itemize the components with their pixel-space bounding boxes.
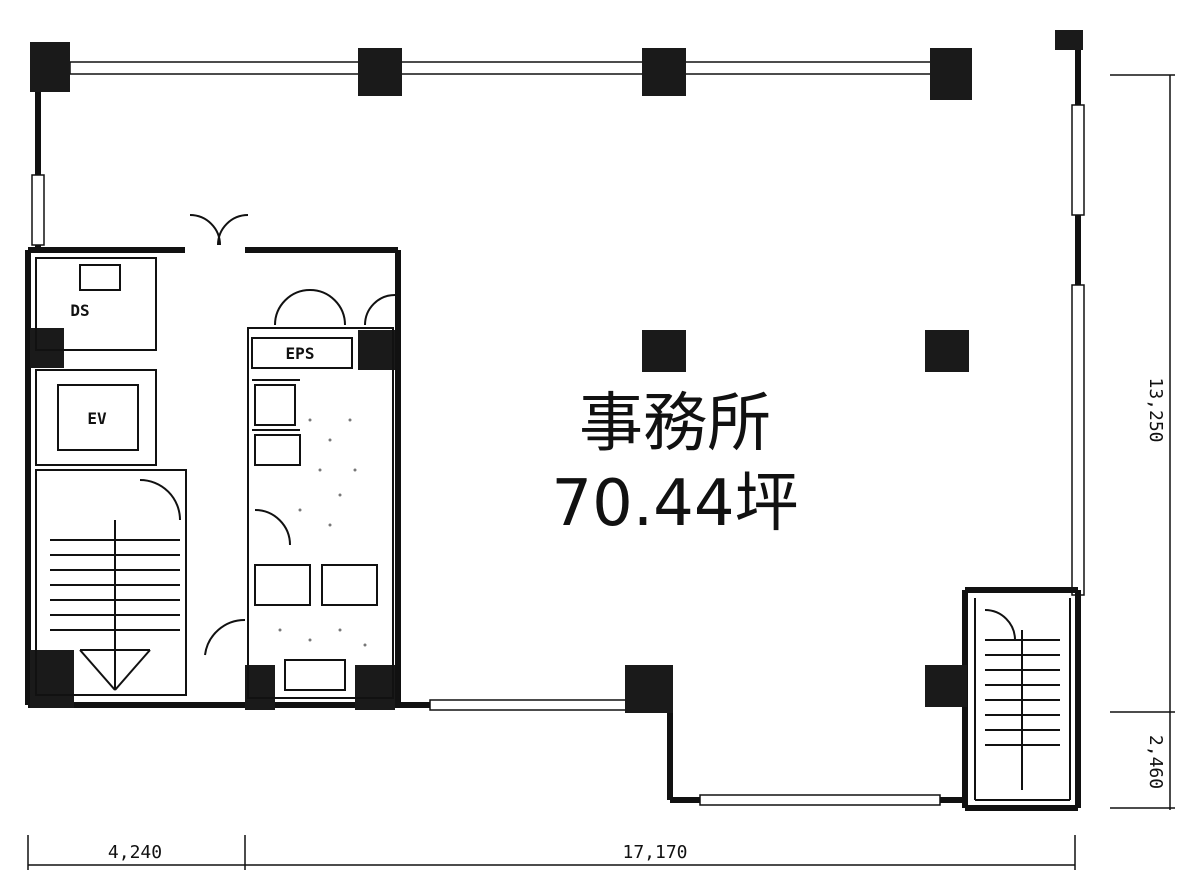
door-swing	[217, 214, 249, 246]
door-swing	[204, 618, 246, 656]
column	[925, 330, 969, 372]
dim-bottom-right: 17,170	[622, 842, 687, 863]
column	[30, 42, 70, 92]
door-swing	[254, 509, 291, 546]
column	[30, 650, 74, 708]
bottom-window-left	[429, 699, 631, 711]
eps-room	[251, 337, 353, 369]
door-swing	[189, 214, 221, 246]
office-name-label: 事務所	[579, 387, 771, 461]
top-window	[69, 61, 941, 75]
column	[642, 330, 686, 372]
left-window	[31, 174, 45, 246]
column	[358, 48, 402, 96]
column	[642, 48, 686, 96]
stair-treads-left	[50, 520, 180, 691]
ds-room	[35, 257, 157, 351]
core-block	[28, 214, 401, 705]
dim-right-small: 2,460	[1145, 735, 1166, 789]
column	[355, 665, 395, 710]
right-window-upper	[1071, 104, 1085, 216]
toilet-block	[247, 327, 394, 699]
door-swing	[984, 609, 1016, 641]
door-swing	[139, 479, 181, 521]
right-window-lower	[1071, 284, 1085, 596]
door-swing	[364, 294, 396, 326]
column	[358, 330, 396, 370]
door-swing	[309, 289, 346, 326]
stipple-floor	[278, 418, 367, 647]
dim-right-main: 13,250	[1145, 377, 1166, 442]
ds-label: DS	[70, 301, 89, 320]
column	[245, 665, 275, 710]
office-area-label: 70.44坪	[551, 467, 798, 541]
column	[925, 665, 967, 707]
stairs-right	[984, 609, 1060, 790]
columns	[30, 30, 1083, 713]
door-swing	[274, 289, 311, 326]
stairs-left	[35, 469, 187, 696]
bottom-window-right	[699, 794, 941, 806]
dimension-lines	[27, 74, 1175, 870]
dim-bottom-left: 4,240	[108, 842, 162, 863]
ev-label: EV	[87, 409, 107, 428]
eps-label: EPS	[286, 344, 315, 363]
column	[625, 665, 673, 713]
column	[1055, 30, 1083, 50]
ev-room	[35, 369, 157, 466]
column	[930, 48, 972, 100]
